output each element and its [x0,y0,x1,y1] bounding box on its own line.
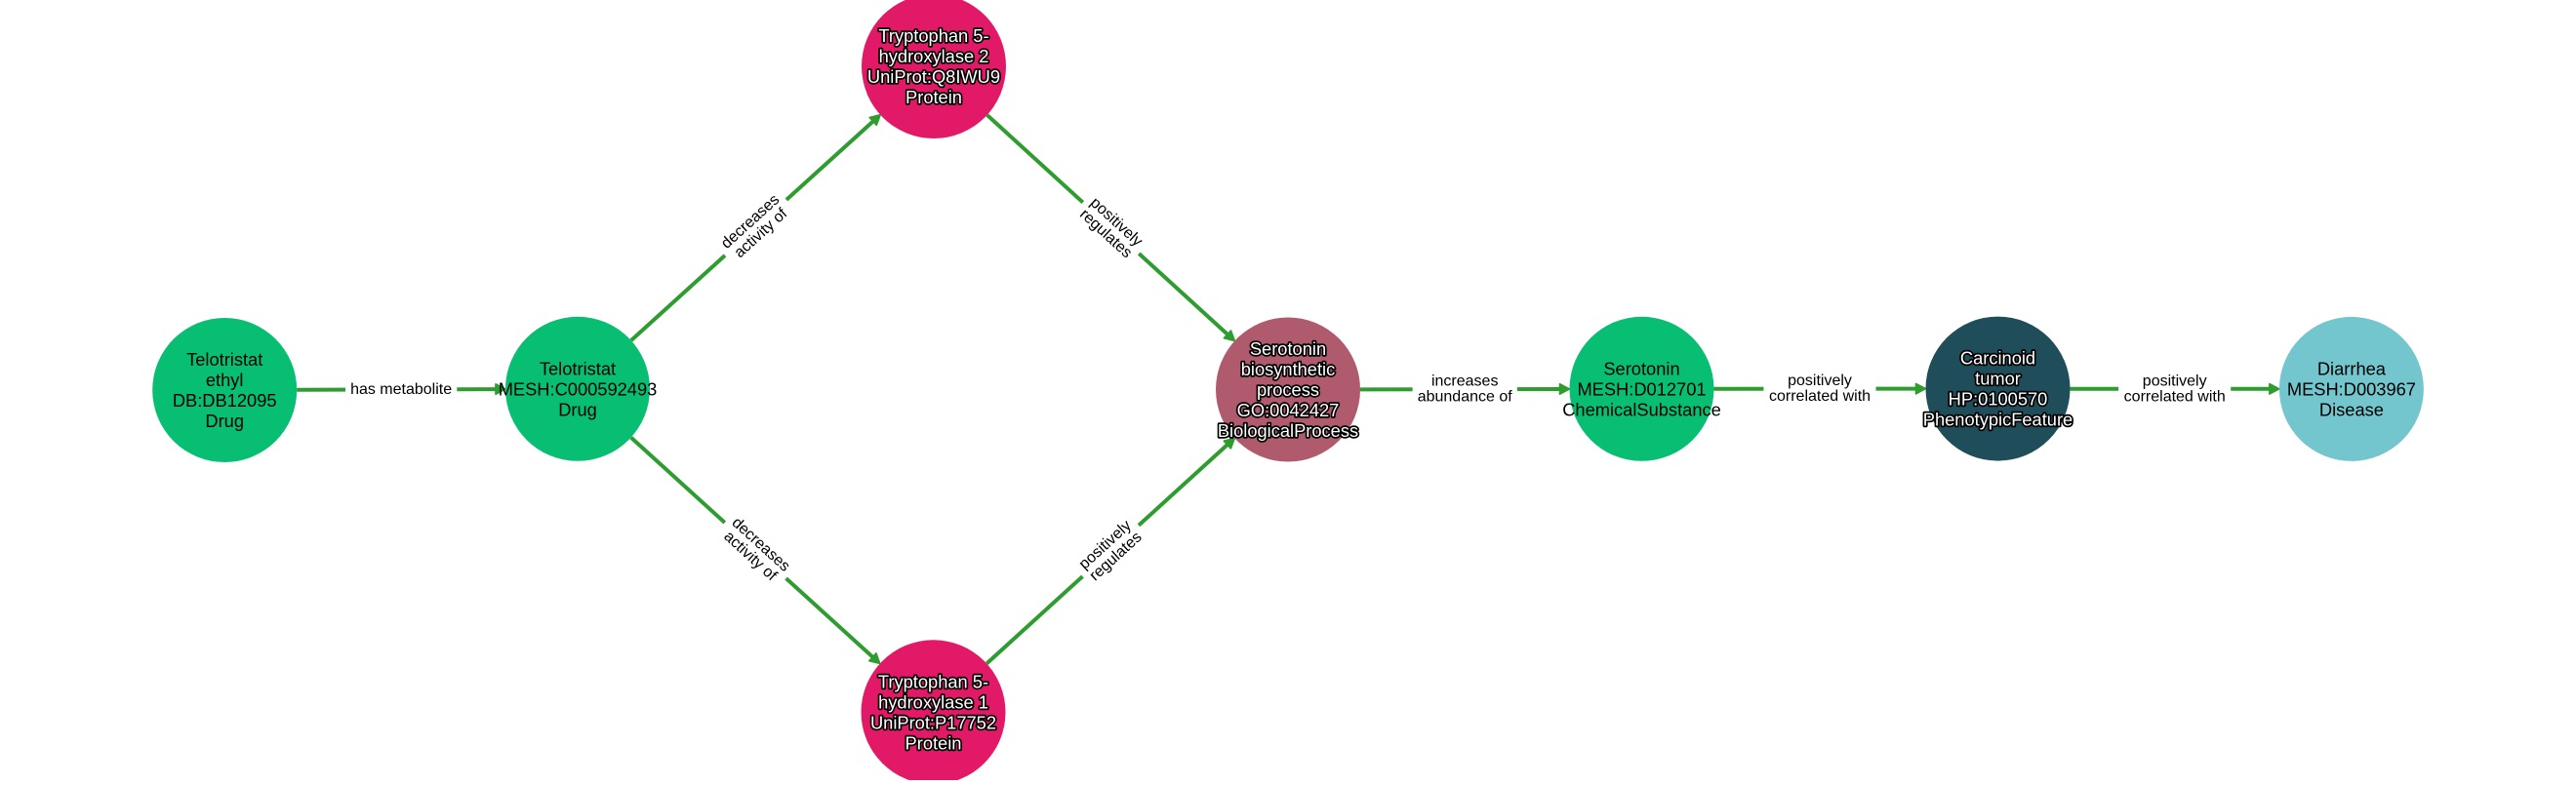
svg-text:increases: increases [1431,373,1498,390]
svg-text:HP:0100570: HP:0100570 [1949,389,2048,410]
svg-text:Protein: Protein [906,732,962,753]
svg-text:process: process [1257,379,1319,400]
svg-text:hydroxylase 2: hydroxylase 2 [879,46,989,66]
svg-text:UniProt:Q8IWU9: UniProt:Q8IWU9 [867,66,1000,87]
svg-text:Serotonin: Serotonin [1250,338,1326,359]
svg-text:Serotonin: Serotonin [1603,358,1679,378]
svg-text:has metabolite: has metabolite [350,381,452,398]
svg-text:tumor: tumor [1975,369,2021,389]
svg-text:BiologicalProcess: BiologicalProcess [1218,420,1358,441]
svg-text:UniProt:P17752: UniProt:P17752 [870,712,996,732]
svg-text:Disease: Disease [2319,399,2384,419]
svg-text:Tryptophan 5-: Tryptophan 5- [878,671,988,691]
svg-text:DB:DB12095: DB:DB12095 [173,390,277,411]
svg-text:Drug: Drug [558,399,597,419]
svg-text:Protein: Protein [906,87,962,107]
svg-text:hydroxylase 1: hydroxylase 1 [878,691,988,712]
svg-text:positively: positively [1788,373,1852,389]
svg-text:MESH:D003967: MESH:D003967 [2287,378,2416,399]
svg-text:ethyl: ethyl [206,370,244,390]
svg-text:correlated with: correlated with [2124,388,2226,405]
svg-text:correlated with: correlated with [1769,388,1871,405]
svg-text:ChemicalSubstance: ChemicalSubstance [1562,399,1721,419]
svg-text:Diarrhea: Diarrhea [2317,358,2387,378]
svg-text:biosynthetic: biosynthetic [1241,359,1336,379]
svg-text:abundance of: abundance of [1418,389,1513,406]
svg-text:Carcinoid: Carcinoid [1960,348,2035,369]
svg-text:PhenotypicFeature: PhenotypicFeature [1923,410,2073,430]
svg-text:Drug: Drug [205,411,244,431]
svg-text:Telotristat: Telotristat [186,349,262,370]
svg-text:positively: positively [2143,373,2207,389]
svg-text:MESH:C000592493: MESH:C000592493 [499,378,658,399]
svg-text:MESH:D012701: MESH:D012701 [1577,378,1706,399]
svg-text:Tryptophan 5-: Tryptophan 5- [878,25,988,46]
svg-text:GO:0042427: GO:0042427 [1237,400,1340,420]
svg-text:Telotristat: Telotristat [540,358,616,378]
